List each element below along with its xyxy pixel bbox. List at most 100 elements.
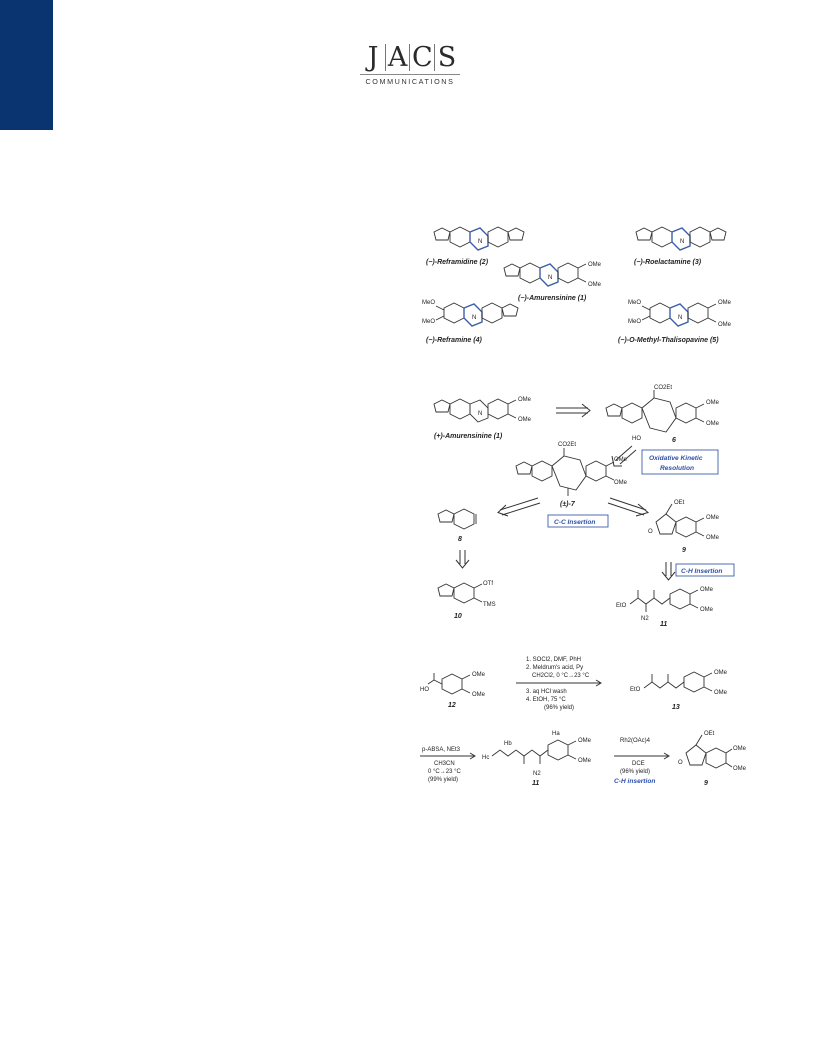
compound-label: 9: [682, 547, 686, 554]
methoxy-bond: [461, 674, 471, 680]
ome-label: OMe: [706, 515, 720, 521]
retro-arrow-2: [611, 445, 637, 467]
yield-3: (96% yield): [620, 769, 650, 775]
compound-label: (−)-Reframine (4): [426, 337, 482, 344]
nitrogen-label: N: [548, 275, 552, 281]
ch-insertion-box: C-H Insertion: [675, 563, 735, 577]
benzene-ring: [683, 671, 705, 693]
condition-step-3: 3. aq HCl wash: [526, 689, 567, 695]
arrow-3: [614, 752, 670, 760]
ome-label: OMe: [733, 746, 747, 752]
compound-10: OTf TMS 10: [437, 581, 496, 620]
ketone-o: O: [678, 760, 683, 766]
ch-insertion-label: C-H insertion: [614, 778, 655, 785]
methoxy-bond: [435, 315, 445, 321]
methoxy-bond: [641, 305, 651, 311]
dioxole-ring: [507, 227, 525, 241]
compound-label: 10: [454, 613, 462, 620]
methoxy-bond: [689, 589, 699, 595]
condition-step-1: 1. SOCl2, DMF, PhH: [526, 657, 581, 663]
target-amurensinine: OMe OMe N (+)-Amurensinine (1): [433, 397, 532, 440]
dioxole-ring: [437, 509, 455, 523]
logo-subtitle: COMMUNICATIONS: [360, 74, 460, 86]
methoxy-bond: [507, 413, 517, 419]
meo-label: MeO: [628, 300, 641, 306]
logo-letter-j: J: [367, 42, 379, 73]
benzene-ring: [481, 302, 503, 324]
cyclopentanone-ring: [655, 513, 677, 535]
benzene-ring: [687, 302, 709, 324]
ester-bond: [665, 503, 673, 515]
ome-label: OMe: [578, 738, 592, 744]
benzene-ring: [669, 588, 691, 610]
ome-label: OMe: [706, 535, 720, 541]
compound-7: OMe OMe CO2Et (±)-7: [515, 442, 628, 508]
benzene-ring: [441, 673, 463, 695]
cyclopentanone-ring: [685, 744, 707, 766]
logo-letter-s: S: [437, 42, 457, 73]
ome-label: OMe: [588, 262, 602, 268]
compound-11: EtO N2 OMe OMe 11: [616, 587, 714, 628]
ome-label: OMe: [472, 692, 486, 698]
methoxy-bond: [507, 399, 517, 405]
nitrogen-label: N: [678, 315, 682, 321]
ome-label: OMe: [518, 397, 532, 403]
compound-label: 12: [448, 702, 456, 709]
dioxole-ring: [501, 303, 519, 317]
o-methyl-thalisopavine-structure: MeO MeO OMe OMe N (−)-O-Methyl-Thalisopa…: [618, 300, 732, 344]
journal-color-band: [0, 0, 53, 130]
compound-label: (+)-Amurensinine (1): [434, 433, 503, 440]
ome-label: OMe: [588, 282, 602, 288]
figure-column: N (−)-Reframidine (2) N (−)-Roelactamine…: [420, 218, 750, 788]
methoxy-bond: [435, 305, 445, 311]
logo-letters: J A C S: [362, 44, 458, 72]
benzene-ring: [547, 739, 569, 761]
compound-label: 9: [704, 780, 708, 787]
okr-line-2: Resolution: [660, 465, 694, 472]
ketone-o: O: [648, 529, 653, 535]
ester-bond: [695, 734, 703, 746]
nitrogen-label: N: [472, 315, 476, 321]
oet-label: OEt: [704, 731, 715, 737]
logo-divider: [434, 44, 436, 71]
compound-6: OMe OMe CO2Et HO 6: [605, 385, 720, 444]
ome-label: OMe: [472, 672, 486, 678]
benzene-ring: [443, 302, 465, 324]
logo-letter-a: A: [387, 42, 408, 73]
ome-label: OMe: [518, 417, 532, 423]
tms-label: TMS: [483, 602, 496, 608]
isopavine-core: [463, 303, 483, 327]
diazo-chain: [491, 749, 549, 757]
dioxole-ring: [635, 227, 653, 241]
retro-arrow-4: [607, 497, 650, 517]
methoxy-bond: [703, 686, 713, 692]
compound-label: (±)-7: [560, 501, 576, 508]
co2et-label: CO2Et: [654, 385, 672, 391]
retro-arrow-6: [661, 562, 676, 581]
compound-9-product: OEt O OMe OMe 9: [678, 731, 747, 787]
compound-label: 8: [458, 536, 462, 543]
benzene-ring: [649, 302, 671, 324]
reagent-a: p-ABSA, NEt3: [422, 747, 461, 753]
hc-label: Hc: [482, 755, 489, 761]
ome-label: OMe: [614, 457, 628, 463]
okr-box: Oxidative Kinetic Resolution: [641, 449, 719, 475]
reagent-a2: CH3CN: [434, 761, 455, 767]
ome-label: OMe: [733, 766, 747, 772]
logo-letter-c: C: [411, 42, 433, 73]
compound-11-forward: Hc Hb N2 Ha OMe OMe 11: [482, 731, 592, 787]
bridged-ring: [469, 399, 489, 423]
reagent-a3: 0 °C→23 °C: [428, 769, 461, 775]
dioxole-ring: [709, 227, 727, 241]
acetic-chain: [427, 679, 443, 685]
ho-label: HO: [632, 436, 641, 442]
reframidine-structure: N (−)-Reframidine (2): [426, 226, 525, 266]
meo-label: MeO: [422, 319, 435, 325]
ome-label: OMe: [718, 322, 732, 328]
methoxy-bond: [695, 531, 705, 537]
n2-label: N2: [641, 616, 649, 622]
dioxole-ring: [437, 583, 455, 597]
ha-label: Ha: [552, 731, 560, 737]
compound-label: (−)-Amurensinine (1): [518, 295, 587, 302]
ome-label: OMe: [706, 400, 720, 406]
